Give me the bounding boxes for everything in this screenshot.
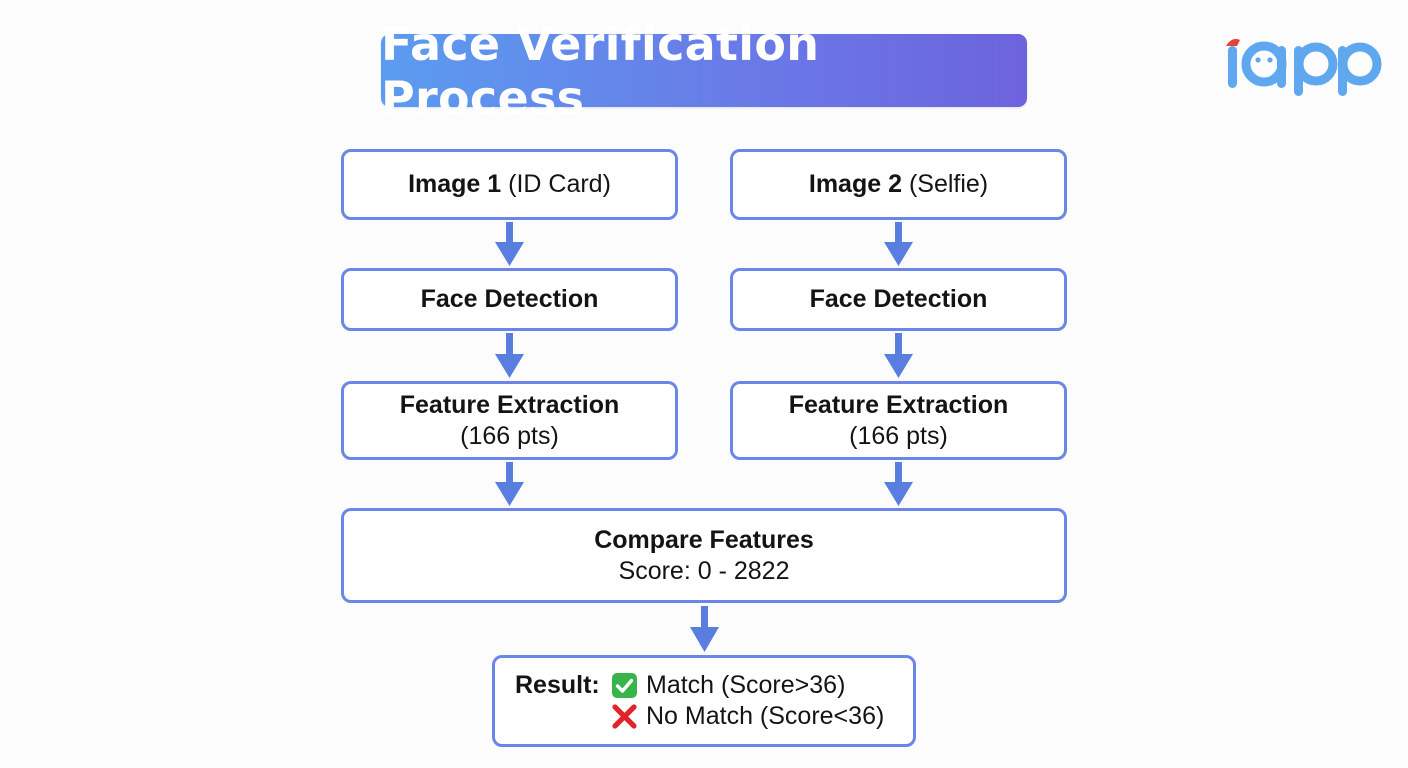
- feature-extraction-box-2: Feature Extraction (166 pts): [730, 381, 1067, 460]
- feature-extraction-box-1: Feature Extraction (166 pts): [341, 381, 678, 460]
- title-banner: Face Verification Process: [381, 17, 1027, 125]
- face-detection-box-2: Face Detection: [730, 268, 1067, 331]
- image-2-text: Image 2 (Selfie): [809, 169, 988, 200]
- image-2-title: Image 2: [808, 170, 902, 198]
- arrow-down-icon: [884, 462, 913, 506]
- feature-extraction-note-2: (166 pts): [849, 421, 948, 450]
- iapp-logo: [1222, 30, 1382, 96]
- feature-extraction-title-2: Feature Extraction: [788, 390, 1009, 419]
- arrow-down-icon: [690, 606, 719, 652]
- image-2-box: Image 2 (Selfie): [730, 149, 1067, 220]
- arrow-down-icon: [884, 333, 913, 378]
- face-detection-label-1: Face Detection: [420, 285, 599, 313]
- page-title: Face Verification Process: [381, 16, 820, 125]
- arrow-down-icon: [495, 222, 524, 266]
- image-1-text: Image 1 (ID Card): [408, 169, 611, 200]
- image-1-note: (ID Card): [508, 170, 611, 198]
- result-match-text: Match (Score>36): [646, 671, 846, 699]
- face-detection-box-1: Face Detection: [341, 268, 678, 331]
- compare-score-range: Score: 0 - 2822: [618, 556, 790, 585]
- feature-extraction-title-1: Feature Extraction: [399, 390, 620, 419]
- compare-features-title: Compare Features: [594, 525, 814, 554]
- result-match-line: Result: Match (Score>36): [515, 670, 845, 701]
- image-1-title: Image 1: [408, 170, 502, 198]
- result-no-match-text: No Match (Score<36): [646, 702, 885, 730]
- image-1-box: Image 1 (ID Card): [341, 149, 678, 220]
- arrow-down-icon: [495, 462, 524, 506]
- cross-mark-icon: [611, 703, 638, 730]
- image-2-note: (Selfie): [908, 170, 989, 198]
- result-label: Result:: [515, 671, 600, 699]
- arrow-down-icon: [884, 222, 913, 266]
- result-no-match-line: No Match (Score<36): [515, 701, 884, 732]
- check-mark-icon: [611, 672, 638, 699]
- compare-features-box: Compare Features Score: 0 - 2822: [341, 508, 1067, 603]
- result-box: Result: Match (Score>36) No Match (Score…: [492, 655, 916, 747]
- face-detection-label-2: Face Detection: [809, 285, 988, 313]
- arrow-down-icon: [495, 333, 524, 378]
- feature-extraction-note-1: (166 pts): [460, 421, 559, 450]
